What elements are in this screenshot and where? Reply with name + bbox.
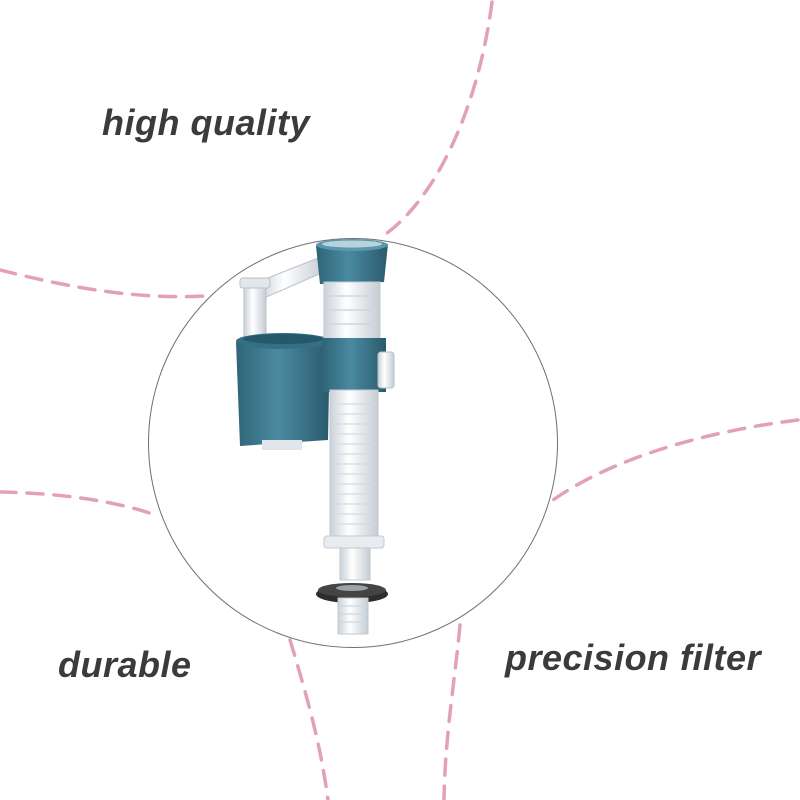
dashed-curve-bottom-center [442,623,462,800]
feature-label-durable: durable [58,644,192,685]
threaded-shank [337,597,369,635]
valve-collar [322,338,395,392]
feature-label-high-quality: high quality [102,102,310,143]
float-arm [239,257,325,343]
rubber-gasket [316,583,388,603]
dashed-curve-top [381,0,494,238]
feature-label-precision-filter: precision filter [505,637,762,678]
dashed-curve-left-lower [0,490,160,518]
valve-body-tube [323,389,385,581]
dashed-curve-right [551,418,800,502]
valve-neck [323,281,381,343]
valve-top-cap [316,239,388,284]
dashed-curve-bottom-left [288,638,330,800]
float-cup [236,333,330,450]
